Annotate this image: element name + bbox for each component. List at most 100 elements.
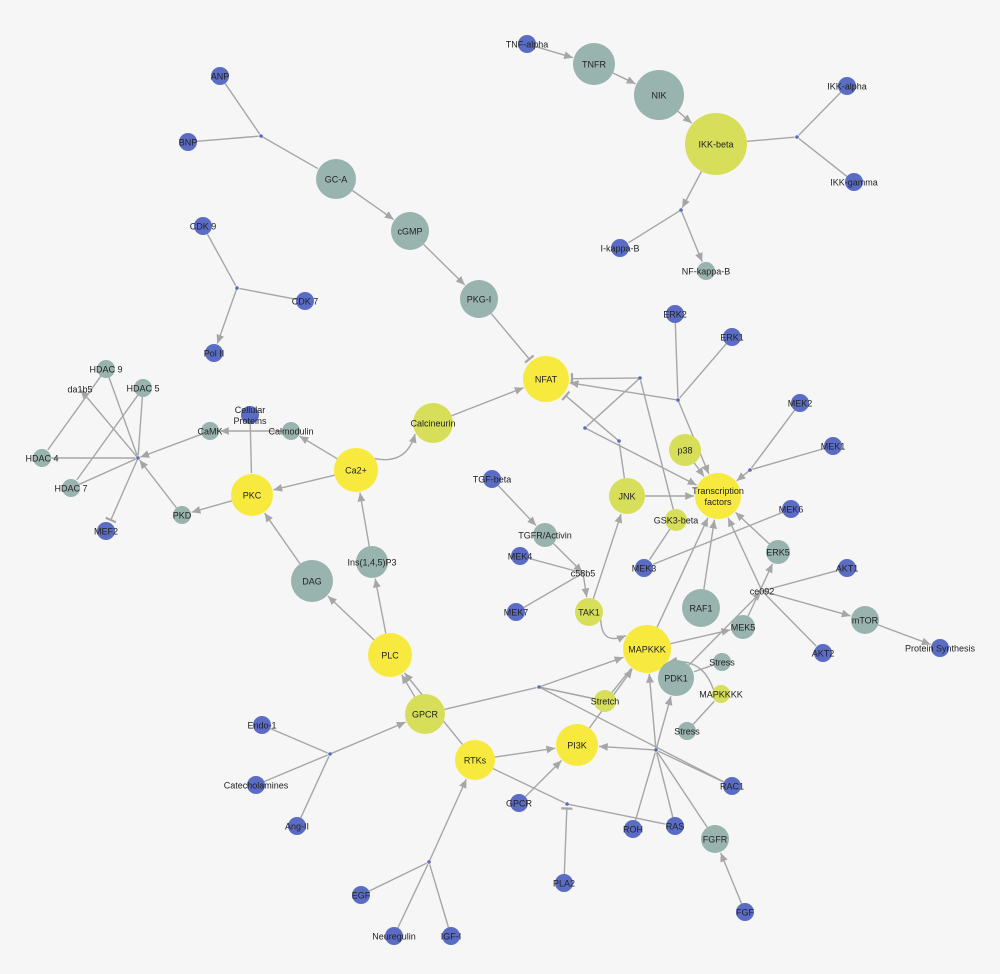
edge-h_stretch-rac1 xyxy=(540,687,724,783)
node-neureg[interactable]: Neuregulin xyxy=(372,927,416,945)
node-jnk[interactable]: JNK xyxy=(609,478,645,514)
node-circle xyxy=(838,77,856,95)
node-mek4[interactable]: MEK4 xyxy=(508,547,533,565)
edge-p38-tf xyxy=(693,462,705,477)
node-label: PDK1 xyxy=(664,674,688,684)
node-akt2[interactable]: AKT2 xyxy=(812,644,835,662)
node-pkc[interactable]: PKC xyxy=(231,474,273,516)
node-cgmp[interactable]: cGMP xyxy=(391,212,429,250)
node-plc[interactable]: PLC xyxy=(368,633,412,677)
node-akt1[interactable]: AKT1 xyxy=(836,559,859,577)
node-catechol[interactable]: Catecholamines xyxy=(224,776,289,794)
node-pkgi[interactable]: PKG-I xyxy=(460,280,498,318)
node-calmodulin[interactable]: Calmodulin xyxy=(268,422,314,440)
node-label: IKK-alpha xyxy=(827,82,867,92)
node-circle xyxy=(723,328,741,346)
node-bnp[interactable]: BNP xyxy=(179,133,198,151)
node-label: MEK4 xyxy=(508,552,533,562)
node-anp[interactable]: ANP xyxy=(211,67,230,85)
node-roh[interactable]: ROH xyxy=(623,820,643,838)
node-nfkappab[interactable]: NF-kappa-B xyxy=(682,262,731,280)
node-mef2[interactable]: MEF2 xyxy=(94,522,118,540)
node-mapkkk[interactable]: MAPKKK xyxy=(623,625,671,673)
node-mek6[interactable]: MEK6 xyxy=(779,500,804,518)
node-endo1[interactable]: Endo-1 xyxy=(247,716,277,734)
node-pi3k[interactable]: PI3K xyxy=(556,724,598,766)
node-circle xyxy=(666,305,684,323)
node-circle xyxy=(194,217,212,235)
node-circle xyxy=(296,292,314,310)
node-circle xyxy=(231,474,273,516)
node-da1b5[interactable]: da1b5 xyxy=(67,385,92,395)
node-circle xyxy=(814,644,832,662)
node-rac1[interactable]: RAC1 xyxy=(720,777,744,795)
node-ca2[interactable]: Ca2+ xyxy=(334,448,378,492)
node-hdac9[interactable]: HDAC 9 xyxy=(89,360,123,378)
junction-point xyxy=(565,802,569,806)
node-polii[interactable]: Pol II xyxy=(204,344,225,362)
node-mek5[interactable]: MEK5 xyxy=(731,615,756,639)
node-gpcr2[interactable]: GPCR xyxy=(506,794,533,812)
node-label: p38 xyxy=(677,446,692,456)
node-circle xyxy=(282,422,300,440)
edge-h_mek-tf xyxy=(736,470,750,482)
node-hdac5[interactable]: HDAC 5 xyxy=(126,379,160,397)
node-tnfalpha[interactable]: TNF-alpha xyxy=(506,35,549,53)
node-gca[interactable]: GC-A xyxy=(316,159,356,199)
node-ins[interactable]: Ins(1,4,5)P3 xyxy=(347,546,397,578)
node-mek7[interactable]: MEK7 xyxy=(504,603,529,621)
node-hdac7[interactable]: HDAC 7 xyxy=(54,479,88,497)
node-ikkalpha[interactable]: IKK-alpha xyxy=(827,77,867,95)
node-ikappab[interactable]: I-kappa-B xyxy=(600,239,640,257)
node-angii[interactable]: Ang-II xyxy=(285,817,309,835)
node-nik[interactable]: NIK xyxy=(634,70,684,120)
node-tak1[interactable]: TAK1 xyxy=(575,598,603,626)
node-label: I-kappa-B xyxy=(600,244,639,254)
node-tgfr[interactable]: TGFR/Activin xyxy=(518,523,572,547)
node-hdac4[interactable]: HDAC 4 xyxy=(25,449,59,467)
edge-fgfr-h_ras xyxy=(656,751,708,828)
node-ikkgamma[interactable]: IKK-gamma xyxy=(830,173,878,191)
node-camk[interactable]: CaMK xyxy=(197,422,223,440)
node-fgf[interactable]: FGF xyxy=(736,903,754,921)
node-stress2[interactable]: Stress xyxy=(674,722,700,740)
node-ras[interactable]: RAS xyxy=(666,817,685,835)
node-ce092[interactable]: ce092 xyxy=(750,587,775,597)
node-calcineurin[interactable]: Calcineurin xyxy=(410,403,456,443)
node-protsyn[interactable]: Protein Synthesis xyxy=(905,639,976,657)
node-mtor[interactable]: mTOR xyxy=(851,606,879,634)
node-dag[interactable]: DAG xyxy=(291,560,333,602)
node-tnfr[interactable]: TNFR xyxy=(573,43,615,85)
node-fgfr[interactable]: FGFR xyxy=(701,825,729,853)
node-stretch[interactable]: Stretch xyxy=(591,690,620,712)
node-ikkbeta[interactable]: IKK-beta xyxy=(685,113,747,175)
node-nfat[interactable]: NFAT xyxy=(523,356,569,402)
node-tgfbeta[interactable]: TGF-beta xyxy=(473,470,512,488)
node-erk1[interactable]: ERK1 xyxy=(720,328,744,346)
node-gsk3[interactable]: GSK3-beta xyxy=(654,509,699,531)
node-mek2[interactable]: MEK2 xyxy=(788,394,813,412)
node-rtks[interactable]: RTKs xyxy=(455,740,495,780)
node-p38[interactable]: p38 xyxy=(669,434,701,466)
node-mek3[interactable]: MEK3 xyxy=(632,559,657,577)
node-raf1[interactable]: RAF1 xyxy=(682,589,720,627)
node-igf1[interactable]: IGF-I xyxy=(441,927,462,945)
node-label: Calmodulin xyxy=(268,427,313,437)
node-mapkkkk[interactable]: MAPKKKK xyxy=(699,685,743,703)
node-erk2[interactable]: ERK2 xyxy=(663,305,687,323)
node-pla2[interactable]: PLA2 xyxy=(553,874,575,892)
node-erk5[interactable]: ERK5 xyxy=(766,540,790,564)
node-stress1[interactable]: Stress xyxy=(709,653,735,671)
node-pkd[interactable]: PKD xyxy=(173,506,192,524)
node-circle xyxy=(555,874,573,892)
node-cdk7[interactable]: CDK 7 xyxy=(292,292,319,310)
node-pdk1[interactable]: PDK1 xyxy=(658,660,694,696)
node-gpcr[interactable]: GPCR xyxy=(405,694,445,734)
node-mek1[interactable]: MEK1 xyxy=(821,437,846,455)
node-c58b5[interactable]: c58b5 xyxy=(571,569,596,579)
node-cdk9[interactable]: CDK 9 xyxy=(190,217,217,235)
edge-h_rtk-rtks xyxy=(428,778,468,861)
node-egf[interactable]: EGF xyxy=(352,886,371,904)
